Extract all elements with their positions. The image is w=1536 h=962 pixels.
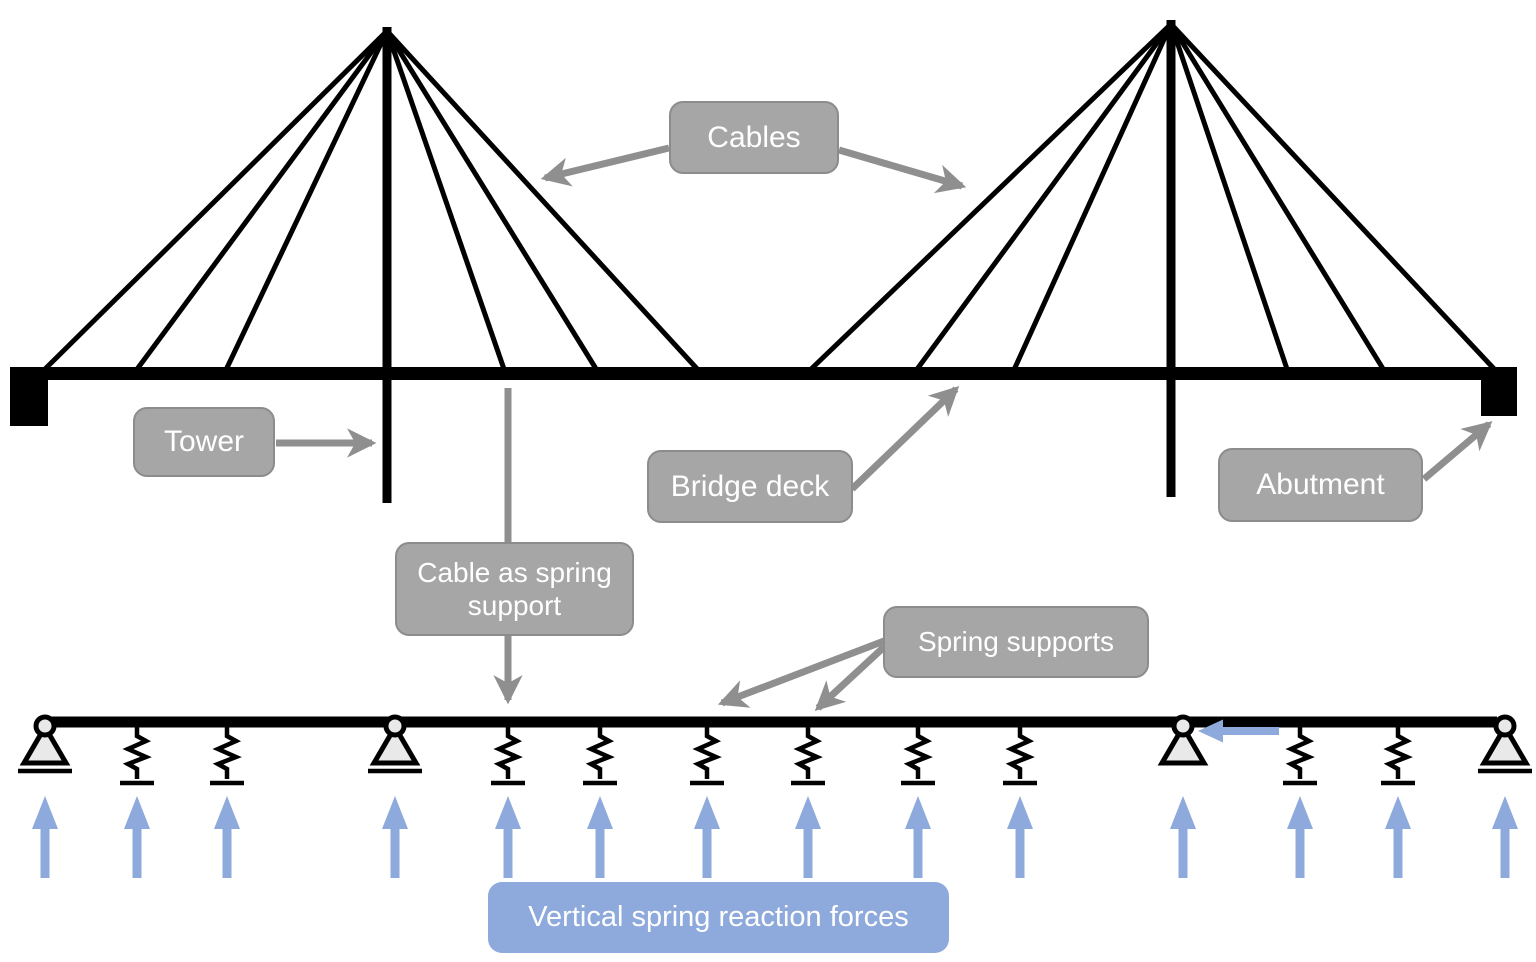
reaction-force-arrow-icon-13 <box>1385 796 1411 878</box>
spring-support-icon-2 <box>210 727 244 786</box>
cables-label: Cables <box>669 101 839 174</box>
bridge-deck-line <box>10 367 1517 380</box>
reaction-force-arrow-icon-14 <box>1492 796 1518 878</box>
spring-support-icon-6 <box>791 727 825 786</box>
reaction-force-arrow-icon-2 <box>124 796 150 878</box>
pin-support-icon-1 <box>18 714 72 774</box>
cable-line-t1-4 <box>384 30 508 373</box>
reaction-force-arrow-icon-9 <box>905 796 931 878</box>
reaction-force-arrow-icon-11 <box>1170 796 1196 878</box>
spring-support-icon-10 <box>1381 727 1415 786</box>
cable-line-t1-5 <box>384 29 601 374</box>
pin-support-icon-3 <box>1157 714 1209 766</box>
pin-support-icon-2 <box>368 714 422 774</box>
reaction-force-arrow-icon-12 <box>1287 796 1313 878</box>
bridge-deck-label: Bridge deck <box>647 450 853 523</box>
cable-line-t1-6 <box>385 29 702 374</box>
pin-support-icon-4 <box>1478 714 1532 774</box>
reaction-force-arrow-icon-5 <box>495 796 521 878</box>
spring-supports-arrow-2 <box>814 644 887 711</box>
cable-line-t1-2 <box>132 29 390 374</box>
reaction-force-arrow-icon-1 <box>32 796 58 878</box>
spring-model-group <box>18 714 1532 878</box>
cable-line-t2-2 <box>912 22 1174 374</box>
cable-line-t2-4 <box>1168 23 1291 373</box>
spring-support-icon-7 <box>901 727 935 786</box>
spring-support-icon-1 <box>120 727 154 786</box>
reaction-force-arrow-icon-6 <box>587 796 613 878</box>
cable-as-spring-support-label: Cable as spring support <box>395 542 634 636</box>
reaction-force-arrow-icon-4 <box>382 796 408 878</box>
bridge-deck-arrow <box>849 385 960 492</box>
cable-line-t2-5 <box>1168 22 1388 374</box>
reaction-force-arrow-icon-8 <box>795 796 821 878</box>
cables-arrow-right <box>838 146 967 194</box>
cables-arrow-left <box>540 144 670 187</box>
cable-line-t2-6 <box>1169 22 1499 374</box>
abutment-block-2 <box>1481 367 1517 416</box>
spring-support-icon-4 <box>583 727 617 786</box>
reaction-force-arrow-icon-7 <box>694 796 720 878</box>
reaction-force-arrow-icon-10 <box>1007 796 1033 878</box>
spring-supports-arrow-1 <box>717 637 886 708</box>
vertical-spring-reaction-forces-label: Vertical spring reaction forces <box>488 882 949 953</box>
abutment-arrow <box>1421 421 1493 482</box>
abutment-block-1 <box>10 367 48 426</box>
spring-support-icon-8 <box>1003 727 1037 786</box>
spring-support-icon-9 <box>1283 727 1317 786</box>
cable-line-t1-1 <box>40 29 389 374</box>
tower-label: Tower <box>133 407 275 477</box>
reaction-force-arrow-icon-3 <box>214 796 240 878</box>
cable-line-t2-3 <box>1010 22 1174 374</box>
cable-line-t1-3 <box>222 29 390 374</box>
spring-support-icon-3 <box>491 727 525 786</box>
spring-support-icon-5 <box>690 727 724 786</box>
spring-supports-label: Spring supports <box>883 606 1149 678</box>
abutment-label: Abutment <box>1218 448 1423 522</box>
bridge-elevation-group <box>10 20 1517 503</box>
horizontal-restraint-arrow-icon <box>1198 719 1279 743</box>
cable-line-t2-1 <box>806 22 1173 374</box>
